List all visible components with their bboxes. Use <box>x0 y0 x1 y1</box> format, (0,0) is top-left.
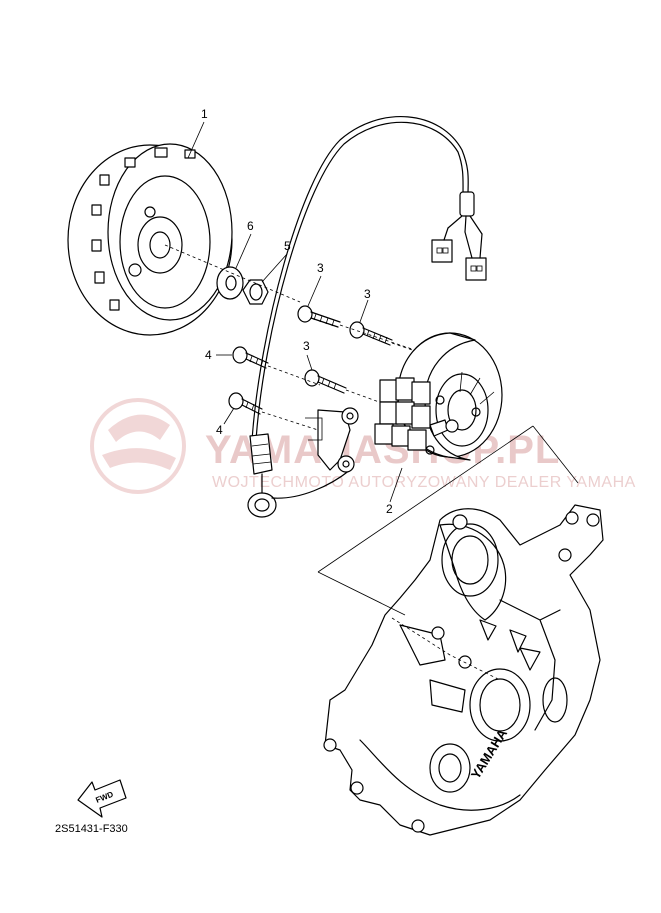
cover-alignment-line <box>391 617 501 681</box>
callout-3-top-left: 3 <box>317 261 324 275</box>
callout-3-top-right: 3 <box>364 287 371 301</box>
callout-3-middle: 3 <box>303 339 310 353</box>
bolt-3-top-left <box>297 305 341 328</box>
callout-1: 1 <box>201 107 208 121</box>
section-plane-lines <box>317 425 579 616</box>
yamaha-shop-logo-icon <box>90 398 186 494</box>
watermark: YAMAHASHOP.PL WOJTECHMOTO AUTORYZOWANY D… <box>90 398 636 494</box>
wire-harness <box>247 116 487 518</box>
bolt-3-top-right <box>349 321 393 346</box>
bolt-4-lower <box>228 392 263 415</box>
callout-4-upper: 4 <box>205 348 212 362</box>
bolt-4-upper <box>232 346 269 369</box>
pickup-coil <box>305 407 359 473</box>
crankcase-cover: YAMAHA <box>323 504 604 836</box>
callout-6: 6 <box>247 219 254 233</box>
flywheel-rotor <box>67 143 233 336</box>
callout-2: 2 <box>386 502 393 516</box>
stator-assembly <box>374 332 503 461</box>
washer <box>216 266 244 300</box>
watermark-tagline: WOJTECHMOTO AUTORYZOWANY DEALER YAMAHA <box>212 474 636 491</box>
callout-4-lower: 4 <box>216 423 223 437</box>
callout-5: 5 <box>284 239 291 253</box>
bolt-3-middle <box>304 369 347 394</box>
leader-lines <box>187 121 403 503</box>
axis-line <box>164 244 301 303</box>
diagram-code: 2S51431-F330 <box>55 823 128 835</box>
fwd-arrow-icon: FWD <box>77 779 127 818</box>
nut <box>242 279 269 305</box>
